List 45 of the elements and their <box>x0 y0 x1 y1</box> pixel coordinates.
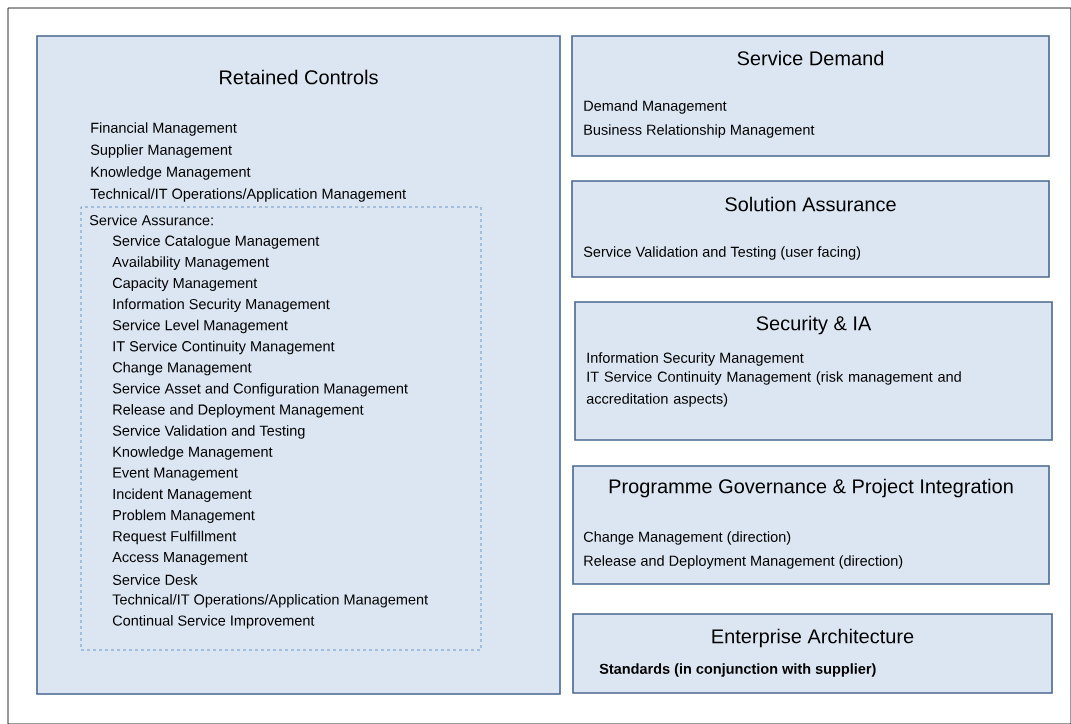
list-item: Release and Deployment Management <box>113 404 364 418</box>
list-item: IT Service Continuity Management <box>113 340 335 355</box>
list-item: Access Management <box>112 552 248 565</box>
list-item: Service Asset and Configuration Management <box>112 382 408 397</box>
list-item: IT Service Continuity Management (risk management and accreditation aspects) <box>586 371 961 407</box>
list-item: Problem Management <box>113 509 255 524</box>
box-heading: Retained Controls <box>220 69 378 85</box>
panel-box <box>572 465 1050 585</box>
list-item: Release and Deployment Management (direction) <box>584 555 903 569</box>
list-item: Supplier Management <box>90 144 232 158</box>
list-item: Capacity Management <box>112 277 258 291</box>
box-heading: Programme Governance & Project Integration <box>609 478 1013 498</box>
list-item: Information Security Management <box>587 352 804 366</box>
panel-box <box>36 35 561 695</box>
dashed-group-box <box>80 206 482 651</box>
panel-box <box>571 35 1050 157</box>
list-item: Knowledge Management <box>91 166 251 180</box>
panel-box <box>572 613 1053 694</box>
list-item: Knowledge Management <box>113 446 273 460</box>
list-item: Continual Service Improvement <box>112 615 315 629</box>
list-item: Service Desk <box>112 574 198 585</box>
list-item: Standards (in conjunction with supplier) <box>599 663 876 677</box>
list-item: Service Validation and Testing (user facing) <box>583 246 861 260</box>
list-item: Business Relationship Management <box>584 124 815 138</box>
list-item: Service Catalogue Management <box>112 235 320 249</box>
list-item: Financial Management <box>91 122 237 136</box>
list-item: Service Validation and Testing <box>112 425 305 439</box>
list-item: Incident Management <box>113 488 252 502</box>
box-heading: Solution Assurance <box>725 196 896 212</box>
list-item: Request Fulfillment <box>113 530 237 545</box>
list-item: Service Level Management <box>112 319 288 334</box>
list-item: Change Management <box>112 361 252 376</box>
list-item: Availability Management <box>112 256 269 270</box>
box-heading: Security & IA <box>756 315 872 335</box>
list-item: Service Assurance: <box>89 214 213 226</box>
list-item: Demand Management <box>584 100 727 114</box>
list-item: Event Management <box>113 467 238 481</box>
panel-box <box>571 180 1050 278</box>
panel-box <box>574 301 1053 441</box>
list-item: Technical/IT Operations/Application Management <box>90 188 406 202</box>
box-heading: Service Demand <box>737 50 884 66</box>
box-heading: Enterprise Architecture <box>712 628 914 648</box>
list-item: Information Security Management <box>113 298 330 313</box>
list-item: Change Management (direction) <box>583 531 791 545</box>
list-item: Technical/IT Operations/Application Management <box>112 593 428 608</box>
